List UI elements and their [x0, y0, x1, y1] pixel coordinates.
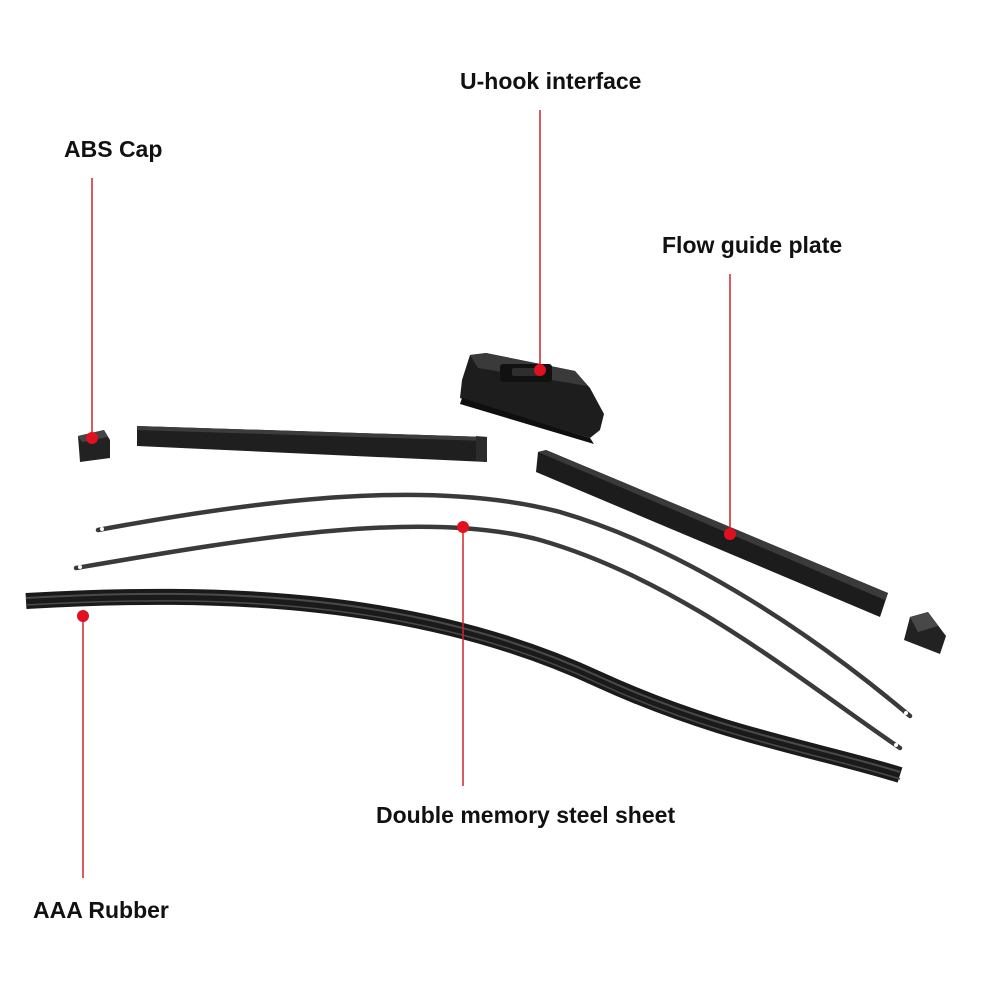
u-hook-interface-label: U-hook interface	[460, 70, 641, 93]
u-hook-adapter	[460, 353, 604, 444]
flow-guide-plate-label: Flow guide plate	[662, 234, 842, 257]
callout-aaa-rubber	[77, 610, 89, 878]
callout-double-memory	[457, 521, 469, 786]
double-memory-marker	[457, 521, 469, 533]
abs-cap-right	[904, 612, 946, 654]
double-memory-steel-sheet-label: Double memory steel sheet	[376, 804, 675, 827]
callout-flow-guide	[724, 274, 736, 540]
callout-abs-cap	[86, 178, 98, 444]
left-flow-guide-piece	[137, 426, 487, 462]
aaa-rubber-label: AAA Rubber	[33, 899, 169, 922]
u-hook-marker	[534, 364, 546, 376]
flow-guide-marker	[724, 528, 736, 540]
abs-cap-marker	[86, 432, 98, 444]
abs-cap-label: ABS Cap	[64, 138, 162, 161]
flow-guide-plate	[536, 450, 888, 617]
callout-u-hook	[534, 110, 546, 376]
aaa-rubber-marker	[77, 610, 89, 622]
